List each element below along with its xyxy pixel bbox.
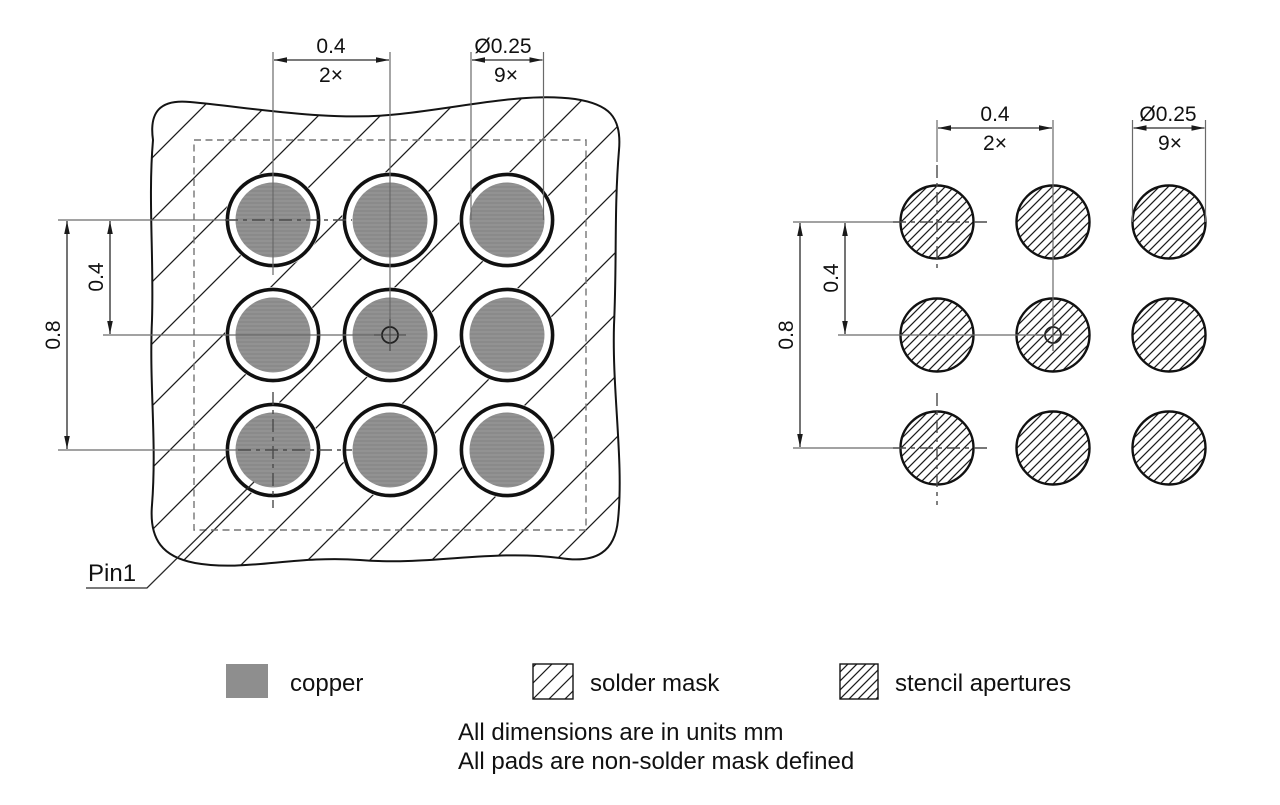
dim-pitch-y-value: 0.4 [85, 262, 108, 292]
copper-swatch [226, 664, 268, 698]
dimension-pad-diameter: Ø0.25 9× [472, 35, 543, 87]
dimension-span-y: 0.8 [42, 221, 70, 449]
legend-stencil-apertures-label: stencil apertures [895, 670, 1071, 697]
land-pattern-view: 0.4 2× Ø0.25 9× 0.8 0.4 Pin1 [42, 35, 621, 589]
stencil-aperture [1131, 410, 1207, 486]
dimension-pitch-x: 0.4 2× [938, 103, 1052, 155]
dim-pad-diameter-value: Ø0.25 [474, 35, 531, 58]
legend-item-copper: copper [226, 664, 363, 698]
dim-span-y-value: 0.8 [775, 320, 798, 349]
pad [340, 400, 440, 500]
stencil-aperture [1131, 297, 1207, 373]
legend: copper solder mask stencil apertures [226, 663, 1071, 700]
legend-item-solder-mask: solder mask [532, 663, 720, 700]
stencil-apertures-swatch [839, 663, 879, 700]
drawing-notes: All dimensions are in units mm All pads … [458, 719, 854, 775]
extension-lines [793, 120, 1207, 505]
dim-pitch-y-value: 0.4 [820, 263, 843, 293]
solder-mask-swatch [532, 663, 574, 700]
legend-copper-label: copper [290, 670, 363, 697]
dim-pitch-x-count: 2× [319, 64, 343, 87]
legend-solder-mask-label: solder mask [590, 670, 720, 697]
extension-lines [58, 52, 545, 508]
stencil-view: 0.4 2× Ø0.25 9× 0.8 0.4 [775, 103, 1207, 505]
pin1-label: Pin1 [88, 560, 136, 587]
dimension-pitch-x: 0.4 2× [274, 35, 389, 87]
stencil-aperture [1131, 184, 1207, 260]
origin-marker [374, 319, 406, 351]
pad [457, 285, 557, 385]
dim-span-y-value: 0.8 [42, 320, 65, 349]
dim-pitch-x-value: 0.4 [316, 35, 346, 58]
legend-item-stencil-apertures: stencil apertures [839, 663, 1071, 700]
note-units: All dimensions are in units mm [458, 719, 783, 746]
pad [457, 400, 557, 500]
stencil-aperture [1015, 410, 1091, 486]
dimension-span-y: 0.8 [775, 223, 803, 447]
dim-aperture-diameter-value: Ø0.25 [1139, 103, 1196, 126]
pin1-leader-line [86, 481, 255, 589]
pin1-callout: Pin1 [86, 481, 255, 589]
origin-marker [1037, 319, 1069, 351]
dim-pitch-x-value: 0.4 [980, 103, 1010, 126]
dim-pitch-x-count: 2× [983, 132, 1007, 155]
dimension-pitch-y: 0.4 [85, 221, 113, 334]
note-nsmd: All pads are non-solder mask defined [458, 748, 854, 775]
dim-pad-count: 9× [494, 64, 518, 87]
dimension-pitch-y: 0.4 [820, 223, 848, 334]
dimension-aperture-diameter: Ø0.25 9× [1133, 103, 1205, 155]
pad [457, 170, 557, 270]
dim-aperture-count: 9× [1158, 132, 1182, 155]
